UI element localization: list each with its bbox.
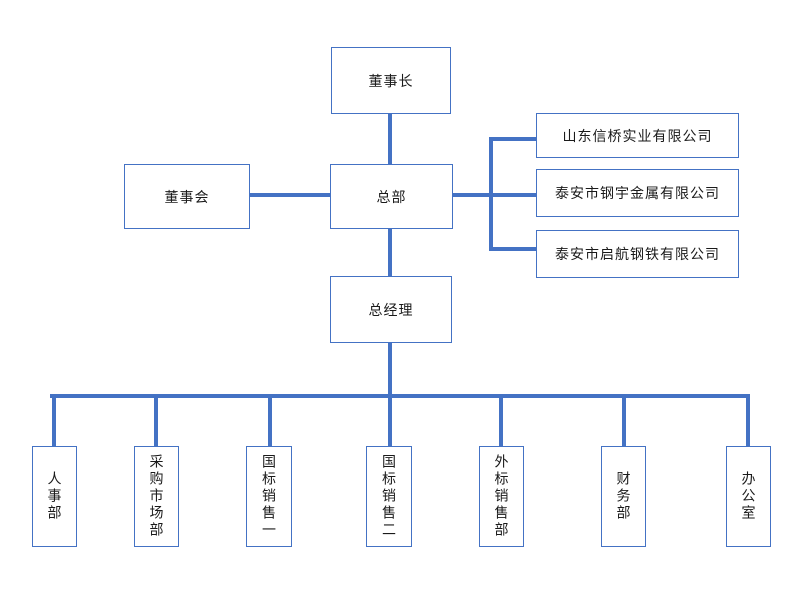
node-subsidiary-1-label: 山东信桥实业有限公司 [562, 127, 713, 144]
node-department-office: 办公室 [726, 446, 771, 547]
connector-subsidiaries-vertical [489, 137, 493, 251]
node-headquarters-label: 总部 [376, 188, 407, 205]
node-department-procurement-market-label: 采购市场部 [148, 454, 165, 539]
node-general-manager: 总经理 [330, 276, 452, 343]
node-chairman-label: 董事长 [368, 72, 414, 89]
node-department-finance: 财务部 [601, 446, 646, 547]
connector-branch-subsidiary-3 [489, 247, 536, 251]
connector-stub-dept-7 [746, 398, 750, 446]
connector-stub-dept-2 [154, 398, 158, 446]
node-department-external-sales: 外标销售部 [479, 446, 524, 547]
connector-chairman-to-hq [388, 114, 392, 164]
node-department-procurement-market: 采购市场部 [134, 446, 179, 547]
node-department-office-label: 办公室 [740, 471, 757, 522]
connector-hq-to-gm [388, 229, 392, 276]
connector-stub-dept-1 [52, 398, 56, 446]
node-subsidiary-2-label: 泰安市钢宇金属有限公司 [555, 185, 720, 201]
connector-stub-dept-6 [622, 398, 626, 446]
node-board-label: 董事会 [164, 188, 210, 205]
connector-hq-to-subsidiaries [453, 193, 536, 197]
node-headquarters: 总部 [330, 164, 453, 229]
node-department-hr-label: 人事部 [46, 471, 63, 522]
node-department-external-sales-label: 外标销售部 [493, 454, 510, 539]
node-general-manager-label: 总经理 [368, 301, 414, 318]
node-subsidiary-3: 泰安市启航钢铁有限公司 [536, 230, 739, 278]
node-department-national-sales-1-label: 国标销售一 [261, 454, 277, 539]
node-chairman: 董事长 [331, 47, 451, 114]
node-subsidiary-1: 山东信桥实业有限公司 [536, 113, 739, 158]
node-department-national-sales-2: 国标销售二 [366, 446, 412, 547]
node-department-national-sales-2-label: 国标销售二 [381, 454, 397, 539]
node-subsidiary-2: 泰安市钢宇金属有限公司 [536, 169, 739, 217]
connector-stub-dept-3 [268, 398, 272, 446]
node-department-hr: 人事部 [32, 446, 77, 547]
node-subsidiary-3-label: 泰安市启航钢铁有限公司 [555, 246, 720, 262]
node-department-national-sales-1: 国标销售一 [246, 446, 292, 547]
connector-departments-bus [50, 394, 750, 398]
connector-branch-subsidiary-1 [489, 137, 536, 141]
connector-board-to-hq [250, 193, 330, 197]
node-board: 董事会 [124, 164, 250, 229]
connector-stub-dept-5 [499, 398, 503, 446]
node-department-finance-label: 财务部 [615, 471, 632, 522]
